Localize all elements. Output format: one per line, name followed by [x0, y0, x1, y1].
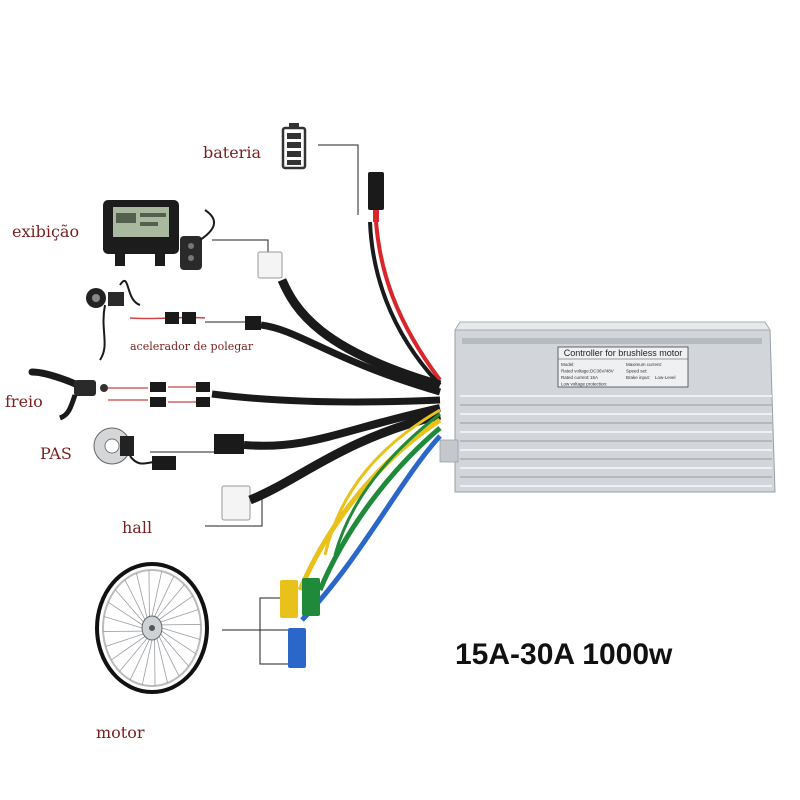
- wheel-spoke: [103, 616, 143, 629]
- wheel-spoke: [160, 609, 199, 623]
- label-battery: bateria: [203, 143, 261, 162]
- wheel-spoke: [129, 639, 150, 681]
- wheel-spoke: [151, 571, 163, 617]
- wheel-spoke: [156, 584, 185, 618]
- label-brake: freio: [5, 392, 43, 411]
- wheel-spoke: [110, 636, 146, 661]
- hall-connector: [221, 485, 251, 521]
- wheel-spoke: [114, 589, 144, 623]
- controller-spec-cell: Rated current:: [561, 375, 590, 380]
- controller-spec-cell: Low voltage protection:: [561, 382, 607, 387]
- wheel-spoke: [105, 633, 144, 647]
- label-pas: PAS: [40, 444, 72, 463]
- controller-spec-cell: Brake input:: [626, 375, 650, 380]
- battery-icon: [281, 123, 307, 170]
- phase-connector-green: [302, 578, 320, 616]
- hub-motor-wheel: [95, 562, 209, 694]
- wheel-spoke: [161, 630, 197, 655]
- controller-box: Controller for brushless motor Model: Max…: [439, 321, 776, 493]
- phase-connector-blue: [288, 628, 306, 668]
- wheel-spoke: [158, 595, 194, 620]
- controller-spec-cell: Speed set:: [626, 369, 648, 374]
- controller-spec-cell: DC36V/48V: [590, 369, 614, 374]
- wheel-spoke: [154, 575, 175, 617]
- label-display: exibição: [12, 222, 80, 241]
- wheel-spoke: [141, 639, 153, 685]
- brake-lever: [28, 368, 108, 421]
- controller-label-plate: [557, 346, 689, 388]
- controller-spec-cell: Rated voltage:: [561, 369, 590, 374]
- display-connector: [257, 251, 283, 279]
- spec-text: 15A-30A 1000w: [455, 638, 673, 671]
- controller-spec-cell: Maximum current:: [626, 362, 662, 367]
- wheel-spoke: [161, 627, 201, 640]
- throttle-connector: [245, 316, 261, 330]
- pas-sensor: [93, 427, 176, 470]
- wheel-spoke: [160, 633, 190, 667]
- throttle-unit: [86, 279, 141, 361]
- wheel-spoke: [158, 636, 180, 677]
- wheel-spoke: [124, 579, 146, 620]
- display-unit: [103, 200, 215, 270]
- label-throttle: acelerador de polegar: [130, 340, 254, 353]
- wheel-spoke: [119, 638, 148, 672]
- label-motor: motor: [96, 723, 145, 742]
- label-hall: hall: [122, 518, 153, 537]
- battery-connector: [368, 172, 384, 210]
- controller-spec-cell: Model:: [561, 362, 575, 367]
- pas-connector: [214, 434, 244, 454]
- phase-connector-yellow: [280, 580, 298, 618]
- controller-spec-cell: Low-Level: [655, 375, 676, 380]
- controller-title: Controller for brushless motor: [564, 348, 683, 358]
- wheel-spoke: [136, 572, 148, 618]
- wheel-spoke: [156, 638, 168, 684]
- wheel-spoke: [107, 601, 143, 626]
- controller-spec-cell: 15A: [590, 375, 598, 380]
